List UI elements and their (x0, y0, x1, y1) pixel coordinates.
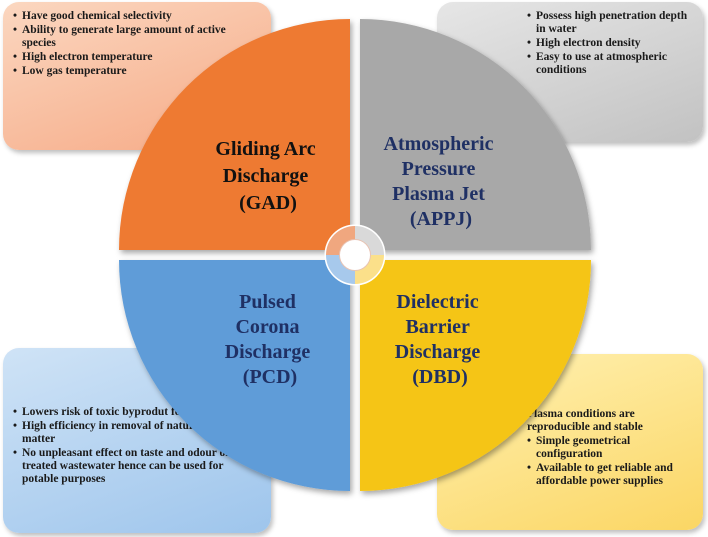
gad-label: Gliding Arc Discharge (GAD) (215, 138, 320, 214)
dbd-bullet: Plasma conditions are reproducible and s… (527, 408, 643, 433)
pcd-bullet: No unpleasant effect on taste and odour … (13, 447, 261, 486)
center-ring-icon (324, 224, 386, 286)
dbd-bullet: Available to get reliable and affordable… (527, 462, 693, 488)
dbd-bullet: Simple geometrical configuration (527, 435, 693, 461)
gad-bullet: Have good chemical selectivity (13, 10, 261, 23)
appj-bullet: High electron density (527, 37, 693, 50)
appj-label: Atmospheric Pressure Plasma Jet (APPJ) (384, 133, 499, 230)
pcd-label: Pulsed Corona Discharge (PCD) (225, 291, 316, 388)
gad-quadrant (119, 19, 350, 250)
gad-bullet: Low gas temperature (13, 65, 261, 78)
pcd-bullet: Lowers risk of toxic byprodut formation (13, 406, 261, 419)
dbd-quadrant (360, 260, 591, 491)
appj-bullet: Possess high penetration depth in water (527, 10, 693, 36)
gad-bullet: High electron temperature (13, 51, 261, 64)
pcd-quadrant (119, 260, 350, 491)
appj-quadrant (360, 19, 591, 250)
appj-bullet: Easy to use at atmospheric conditions (527, 51, 693, 77)
dbd-label: Dielectric Barrier Discharge (DBD) (395, 291, 486, 388)
gad-bullet: Ability to generate large amount of acti… (13, 24, 261, 50)
